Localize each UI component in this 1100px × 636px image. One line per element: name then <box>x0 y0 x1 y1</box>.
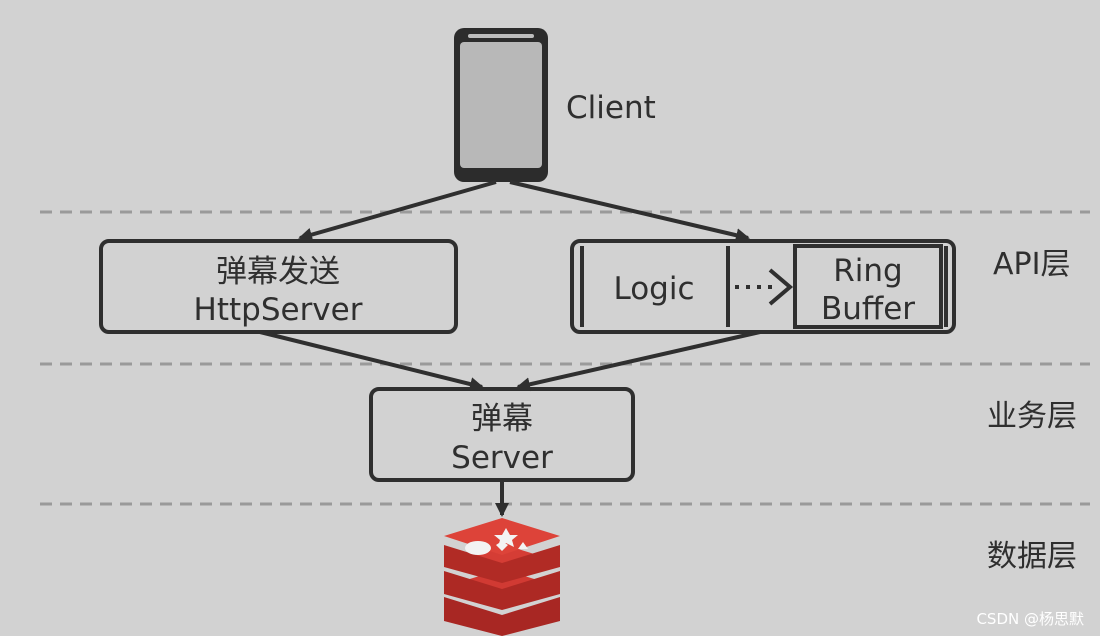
http-server-box: 弹幕发送 HttpServer <box>99 239 458 334</box>
danmaku-server-line-1: 弹幕 <box>471 401 533 437</box>
http-server-line-1: 弹幕发送 <box>216 254 340 290</box>
redis-icon <box>444 518 560 636</box>
logic-ring-buffer-box: Logic Ring Buffer <box>570 239 956 334</box>
api-layer-label: API层 <box>993 247 1070 282</box>
phone-icon <box>454 28 548 182</box>
ring-buffer-line-2: Buffer <box>821 291 915 327</box>
danmaku-server-box: 弹幕 Server <box>369 387 635 482</box>
http-server-line-2: HttpServer <box>194 292 363 328</box>
client-to-http-server-arrow <box>298 180 497 242</box>
csdn-watermark: CSDN @杨思默 <box>976 610 1084 628</box>
client-label: Client <box>566 90 656 126</box>
client-to-logic-arrow <box>509 180 750 243</box>
logic-label: Logic <box>613 271 694 307</box>
business-layer-label: 业务层 <box>987 399 1077 434</box>
ring-buffer-line-1: Ring <box>833 253 902 289</box>
ring-buffer-to-server-arrow <box>516 330 761 392</box>
http-server-to-server-arrow <box>259 330 484 391</box>
data-layer-label: 数据层 <box>987 539 1077 574</box>
danmaku-server-line-2: Server <box>451 440 553 476</box>
